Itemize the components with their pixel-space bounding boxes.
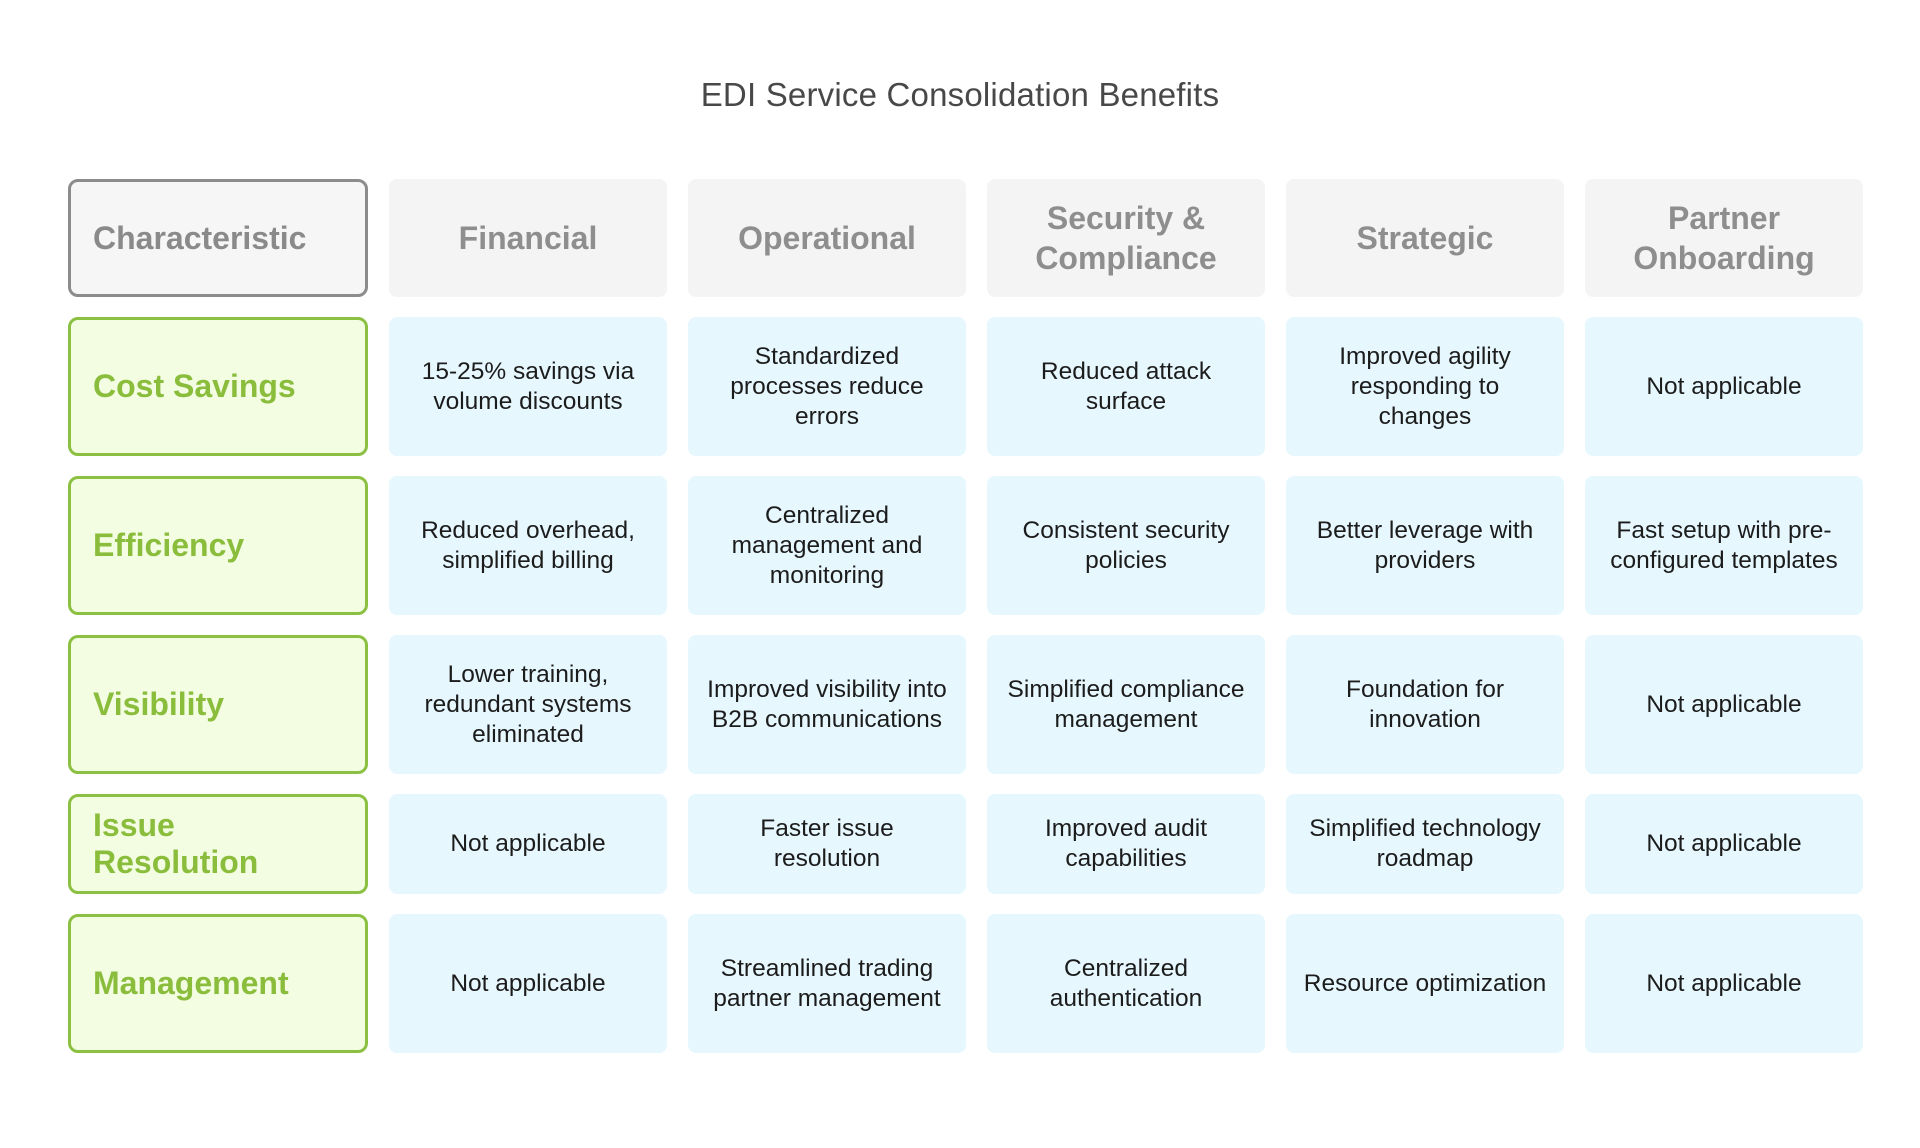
matrix-cell: Reduced attack surface — [987, 317, 1265, 456]
matrix-cell: Centralized authentication — [987, 914, 1265, 1053]
matrix-cell: Resource optimization — [1286, 914, 1564, 1053]
matrix-cell: Not applicable — [1585, 914, 1863, 1053]
matrix-cell: Improved visibility into B2B communicati… — [688, 635, 966, 774]
column-header-security-compliance: Security & Compliance — [987, 179, 1265, 297]
row-header-management: Management — [68, 914, 368, 1053]
column-header-strategic: Strategic — [1286, 179, 1564, 297]
row-header-visibility: Visibility — [68, 635, 368, 774]
matrix-cell: Faster issue resolution — [688, 794, 966, 894]
matrix-cell: Simplified compliance management — [987, 635, 1265, 774]
matrix-cell: Improved audit capabilities — [987, 794, 1265, 894]
matrix-cell: Lower training, redundant systems elimin… — [389, 635, 667, 774]
corner-header: Characteristic — [68, 179, 368, 297]
matrix-cell: Improved agility responding to changes — [1286, 317, 1564, 456]
diagram-title: EDI Service Consolidation Benefits — [700, 76, 1220, 113]
matrix-cell: Foundation for innovation — [1286, 635, 1564, 774]
column-header-partner-onboarding: Partner Onboarding — [1585, 179, 1863, 297]
matrix-cell: Consistent security policies — [987, 476, 1265, 615]
matrix-cell: Streamlined trading partner management — [688, 914, 966, 1053]
benefits-matrix: Characteristic Financial Operational Sec… — [68, 179, 1863, 1053]
row-header-efficiency: Efficiency — [68, 476, 368, 615]
matrix-cell: Not applicable — [1585, 794, 1863, 894]
matrix-cell: Centralized management and monitoring — [688, 476, 966, 615]
row-header-cost-savings: Cost Savings — [68, 317, 368, 456]
matrix-cell: Not applicable — [389, 794, 667, 894]
matrix-cell: Reduced overhead, simplified billing — [389, 476, 667, 615]
matrix-cell: 15-25% savings via volume discounts — [389, 317, 667, 456]
matrix-cell: Not applicable — [389, 914, 667, 1053]
matrix-cell: Not applicable — [1585, 317, 1863, 456]
matrix-cell: Simplified technology roadmap — [1286, 794, 1564, 894]
column-header-financial: Financial — [389, 179, 667, 297]
row-header-issue-resolution: Issue Resolution — [68, 794, 368, 894]
matrix-cell: Fast setup with pre-configured templates — [1585, 476, 1863, 615]
column-header-operational: Operational — [688, 179, 966, 297]
matrix-cell: Not applicable — [1585, 635, 1863, 774]
matrix-cell: Standardized processes reduce errors — [688, 317, 966, 456]
matrix-cell: Better leverage with providers — [1286, 476, 1564, 615]
